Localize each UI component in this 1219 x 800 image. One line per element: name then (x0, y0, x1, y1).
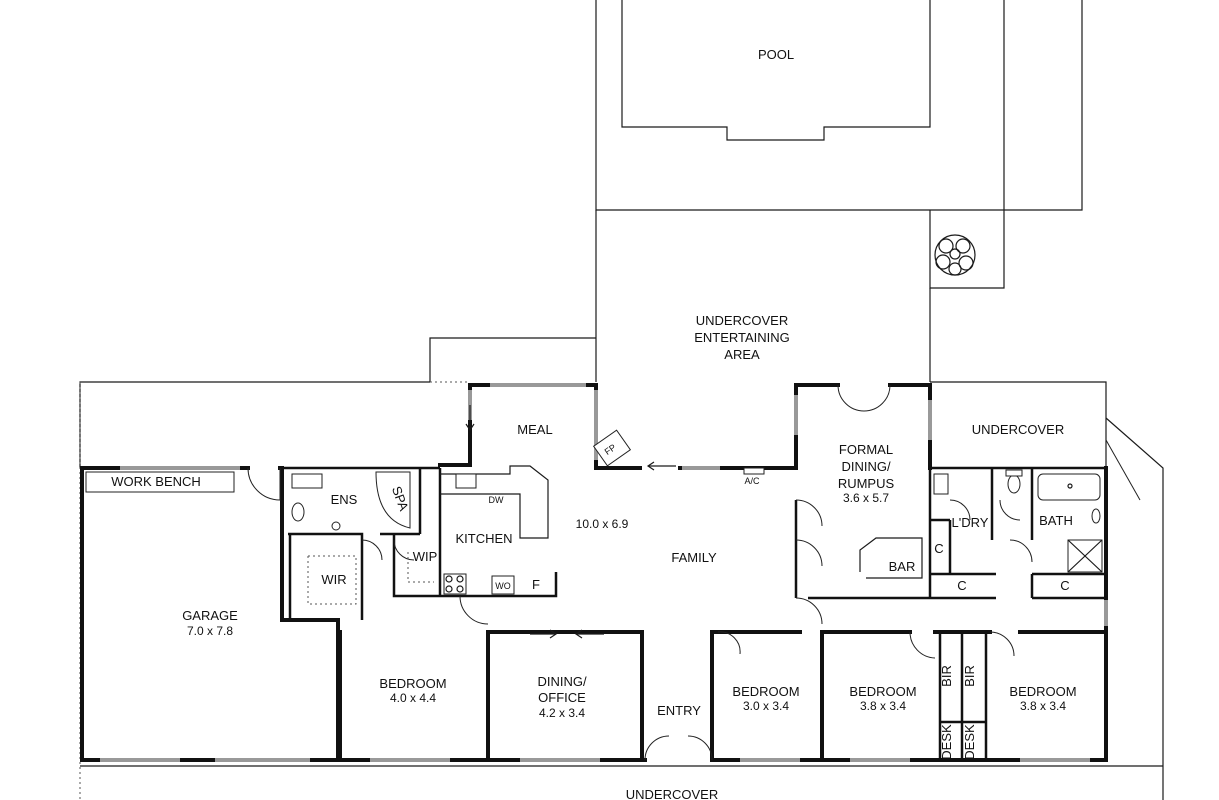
family-label: FAMILY (671, 550, 717, 565)
ens-label: ENS (331, 492, 358, 507)
bedroom-1-dim: 4.0 x 4.4 (390, 691, 436, 705)
formal-dining-label-2: DINING/ (841, 459, 891, 474)
undercover-entertaining-label-1: UNDERCOVER (696, 313, 788, 328)
undercover-side-label: UNDERCOVER (972, 422, 1064, 437)
formal-dining-label-3: RUMPUS (838, 476, 895, 491)
meal-label: MEAL (517, 422, 552, 437)
entry-label: ENTRY (657, 703, 701, 718)
dining-office-dim: 4.2 x 3.4 (539, 706, 585, 720)
bedroom-4-label: BEDROOM (1009, 684, 1076, 699)
formal-dining-dim: 3.6 x 5.7 (843, 491, 889, 505)
walls (80, 383, 1108, 762)
cupboard-label-3: C (1060, 578, 1069, 593)
formal-dining-label-1: FORMAL (839, 442, 893, 457)
bath-label: BATH (1039, 513, 1073, 528)
cupboard-label-1: C (934, 541, 943, 556)
doors (247, 384, 1141, 761)
direction-arrows (465, 405, 676, 639)
kitchen-label: KITCHEN (455, 531, 512, 546)
dw-label: DW (489, 495, 504, 505)
tree-icon (934, 234, 976, 276)
bar-label: BAR (889, 559, 916, 574)
wip-label: WIP (413, 549, 438, 564)
laundry-label: L'DRY (952, 515, 989, 530)
dining-office-label-2: OFFICE (538, 690, 586, 705)
bir-label-2: BIR (962, 665, 977, 687)
windows (100, 383, 1108, 762)
fridge-label: F (532, 577, 540, 592)
site-outline (79, 0, 1164, 800)
undercover-entertaining-label-2: ENTERTAINING (694, 330, 790, 345)
undercover-entertaining-label-3: AREA (724, 347, 760, 362)
fixtures (85, 429, 1103, 605)
bedroom-2-dim: 3.0 x 3.4 (743, 699, 789, 713)
undercover-front-label: UNDERCOVER (626, 787, 718, 800)
dining-office-label-1: DINING/ (537, 674, 587, 689)
work-bench-label: WORK BENCH (111, 474, 201, 489)
family-dim: 10.0 x 6.9 (576, 517, 629, 531)
ac-label: A/C (744, 476, 760, 486)
garage-dim: 7.0 x 7.8 (187, 624, 233, 638)
desk-label-2: DESK (962, 724, 977, 760)
pool-label: POOL (758, 47, 794, 62)
bedroom-3-dim: 3.8 x 3.4 (860, 699, 906, 713)
cupboard-label-2: C (957, 578, 966, 593)
bedroom-2-label: BEDROOM (732, 684, 799, 699)
desk-label-1: DESK (939, 724, 954, 760)
garage-label: GARAGE (182, 608, 238, 623)
bir-label-1: BIR (939, 665, 954, 687)
bedroom-3-label: BEDROOM (849, 684, 916, 699)
bedroom-4-dim: 3.8 x 3.4 (1020, 699, 1066, 713)
bedroom-1-label: BEDROOM (379, 676, 446, 691)
room-labels: POOL UNDERCOVER ENTERTAINING AREA MEAL F… (111, 47, 1076, 800)
wo-label: WO (495, 581, 511, 591)
wir-label: WIR (321, 572, 346, 587)
